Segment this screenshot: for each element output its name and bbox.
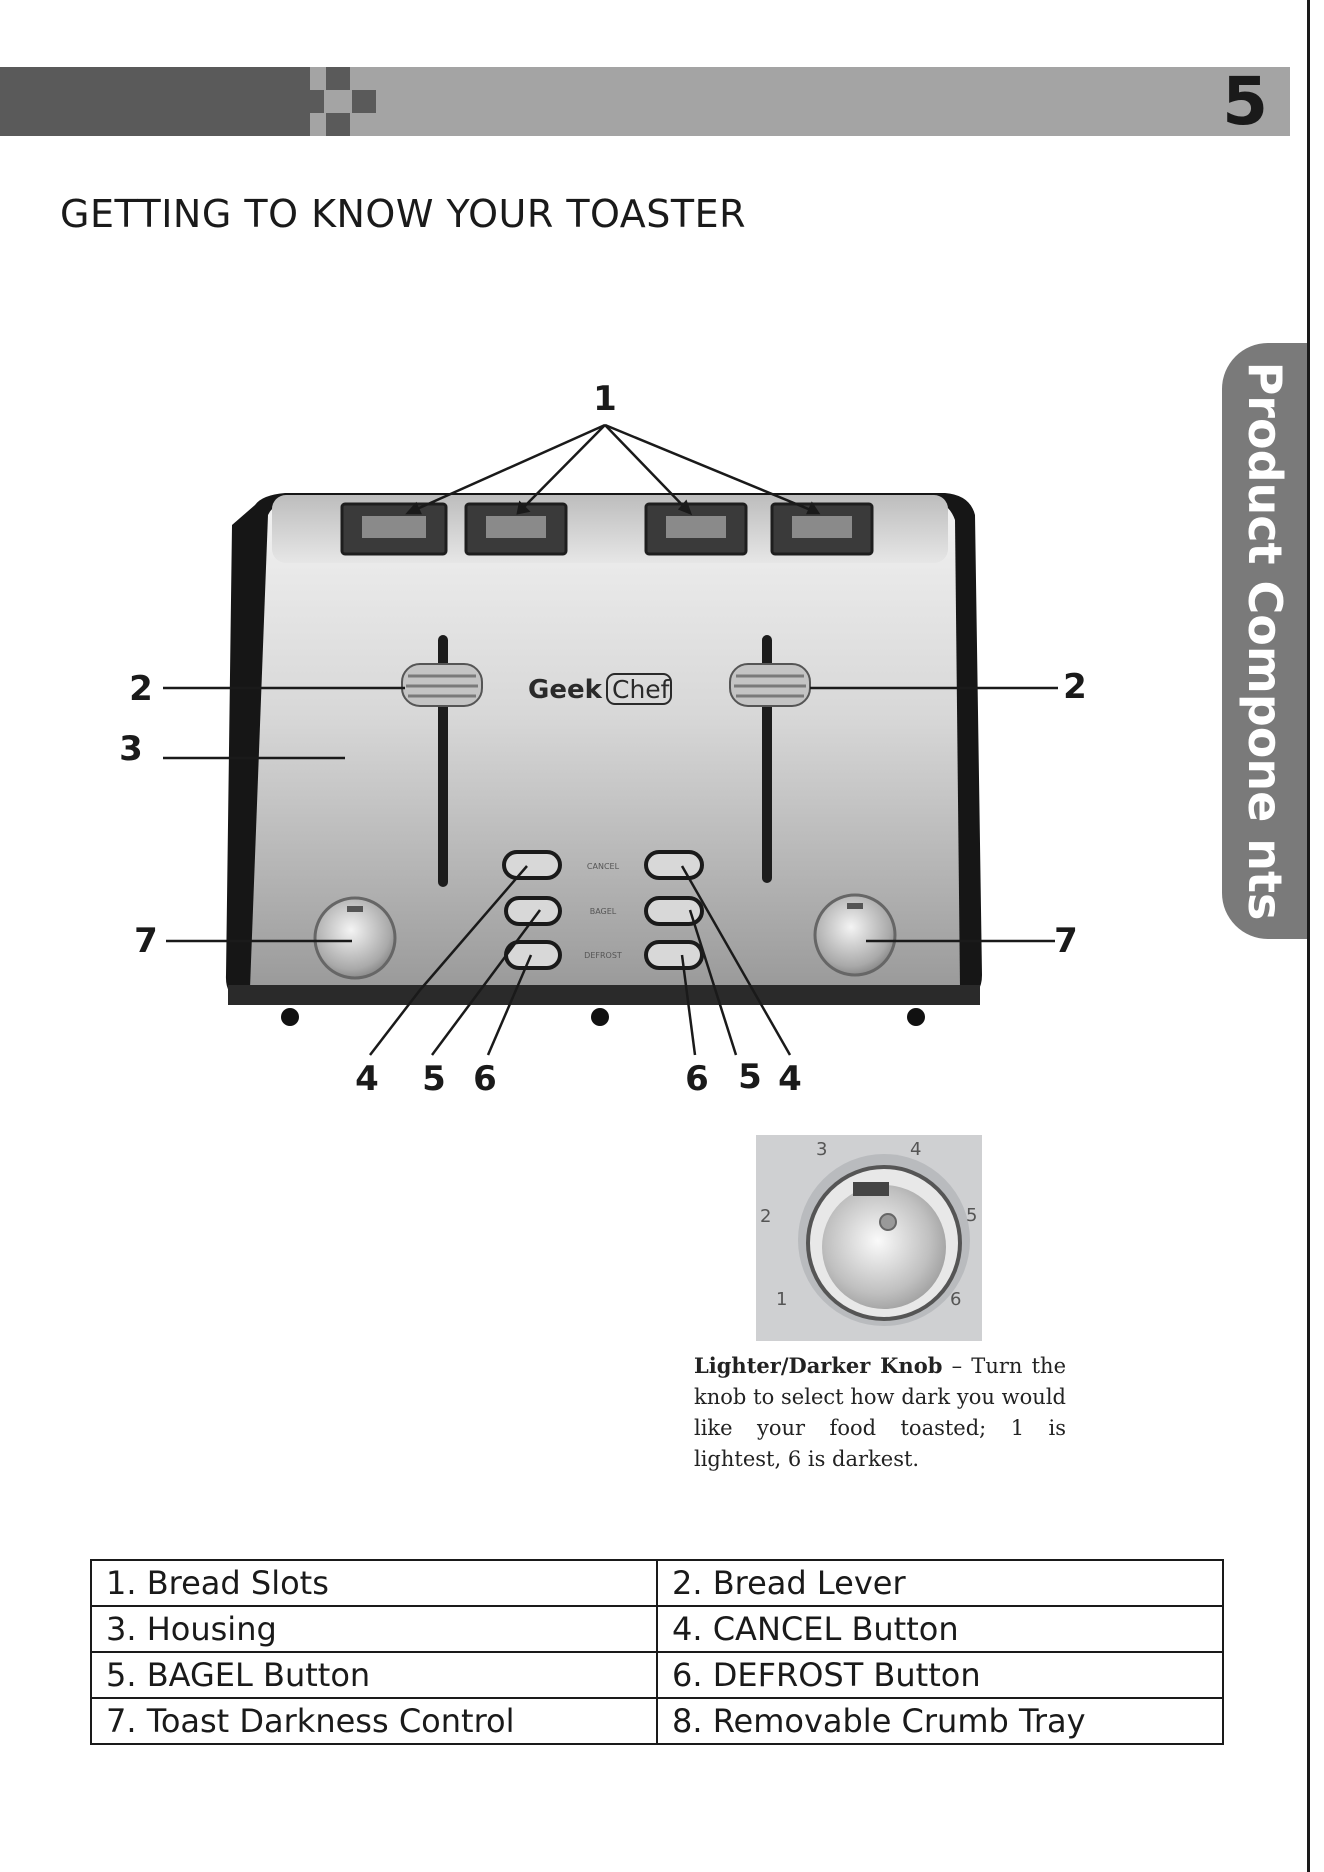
button-label-defrost: DEFROST [584,951,622,960]
callout-2-left: 2 [129,669,153,709]
callout-2-right: 2 [1063,667,1087,707]
table-cell: 5. BAGEL Button [90,1651,658,1699]
table-cell: 7. Toast Darkness Control [90,1697,658,1745]
page-edge-line [1307,0,1310,1872]
callout-3: 3 [119,729,143,769]
callout-7-right: 7 [1054,921,1078,961]
callout-6-left: 6 [473,1059,497,1099]
knob-number-2: 2 [760,1206,771,1227]
brand-logo-part1: Geek [528,675,603,705]
table-cell: 4. CANCEL Button [656,1605,1224,1653]
table-cell: 8. Removable Crumb Tray [656,1697,1224,1745]
knob-caption-text: – Turn the knob to select how dark you w… [694,1354,1067,1471]
page-number: 5 [1222,63,1268,140]
knob-closeup-photo: 1 2 3 4 5 6 [756,1135,982,1341]
toaster-housing [225,493,982,1026]
table-row: 5. BAGEL Button 6. DEFROST Button [90,1651,1224,1699]
knob-number-6: 6 [950,1289,961,1310]
side-tab-label: Product Compone nts [1237,361,1292,921]
callout-5-left: 5 [422,1059,446,1099]
knob-caption-heading: Lighter/Darker Knob [694,1353,943,1378]
side-tab: Product Compone nts [1222,343,1307,939]
table-cell: 2. Bread Lever [656,1559,1224,1607]
bread-lever-right [729,663,811,707]
darkness-knob-right [813,893,897,977]
header-band-light [310,67,1290,136]
button-label-cancel: CANCEL [587,862,620,871]
brand-logo-part2: Chef [612,675,671,704]
table-cell: 1. Bread Slots [90,1559,658,1607]
bread-lever-left [401,663,483,707]
knob-number-4: 4 [910,1139,921,1160]
callout-lines [163,423,1058,1056]
table-row: 1. Bread Slots 2. Bread Lever [90,1559,1224,1607]
callout-7-left: 7 [134,921,158,961]
callout-4-right: 4 [778,1059,802,1099]
callout-4-left: 4 [355,1059,379,1099]
knob-closeup-drawing: 1 2 3 4 5 6 [760,1139,977,1326]
callout-6-right: 6 [685,1059,709,1099]
knob-number-1: 1 [776,1289,787,1310]
table-cell: 3. Housing [90,1605,658,1653]
knob-number-3: 3 [816,1139,827,1160]
callout-5-right: 5 [738,1057,762,1097]
knob-number-5: 5 [966,1205,977,1226]
callout-1: 1 [593,379,617,419]
table-row: 7. Toast Darkness Control 8. Removable C… [90,1697,1224,1745]
darkness-knob-left [313,896,397,980]
table-row: 3. Housing 4. CANCEL Button [90,1605,1224,1653]
control-buttons [502,850,704,970]
brand-logo: Geek Chef [528,673,672,705]
header-band-dark [0,67,310,136]
parts-table: 1. Bread Slots 2. Bread Lever 3. Housing… [90,1559,1224,1745]
page-title: GETTING TO KNOW YOUR TOASTER [60,192,747,236]
header-checker-pattern [300,67,376,136]
table-cell: 6. DEFROST Button [656,1651,1224,1699]
button-label-bagel: BAGEL [590,907,617,916]
toaster-diagram: Geek Chef CANCEL BAGEL DEFROST [119,379,1087,1099]
knob-caption: Lighter/Darker Knob – Turn the knob to s… [694,1350,1066,1475]
